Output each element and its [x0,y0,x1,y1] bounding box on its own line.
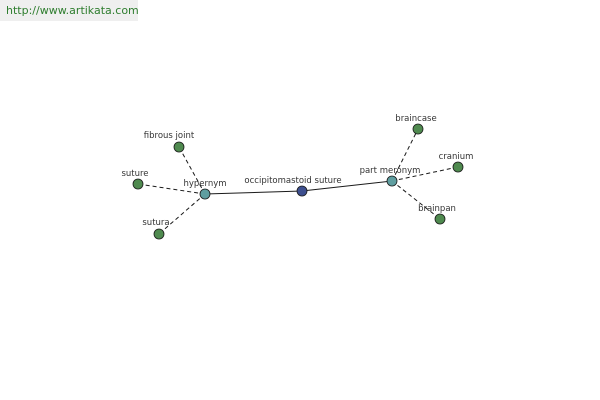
node-fibrous-joint[interactable] [173,141,185,153]
label-suture: suture [121,169,148,179]
label-brainpan: brainpan [418,204,456,214]
edge-hypernym-suture [137,183,206,195]
edge-part-meronym-cranium [391,166,459,182]
edge-hypernym-sutura [158,193,206,235]
label-part-meronym: part meronym [360,166,421,176]
edge-hypernym-fibrous-joint [178,146,206,195]
node-hypernym[interactable] [199,188,211,200]
edge-part-meronym-braincase [391,128,419,182]
node-sutura[interactable] [153,228,165,240]
node-braincase[interactable] [412,123,424,135]
label-cranium: cranium [439,152,474,162]
node-cranium[interactable] [452,161,464,173]
edge-part-meronym-brainpan [391,180,441,220]
edge-center-hypernym [204,190,303,195]
edge-center-part-meronym [301,180,393,192]
node-center[interactable] [296,185,308,197]
label-sutura: sutura [142,218,169,228]
label-braincase: braincase [395,114,436,124]
label-hypernym: hypernym [183,179,226,189]
label-fibrous-joint: fibrous joint [144,131,195,141]
node-part-meronym[interactable] [386,175,398,187]
watermark-url[interactable]: http://www.artikata.com [0,0,139,21]
label-center: occipitomastoid suture [244,176,341,186]
node-suture[interactable] [132,178,144,190]
node-brainpan[interactable] [434,213,446,225]
